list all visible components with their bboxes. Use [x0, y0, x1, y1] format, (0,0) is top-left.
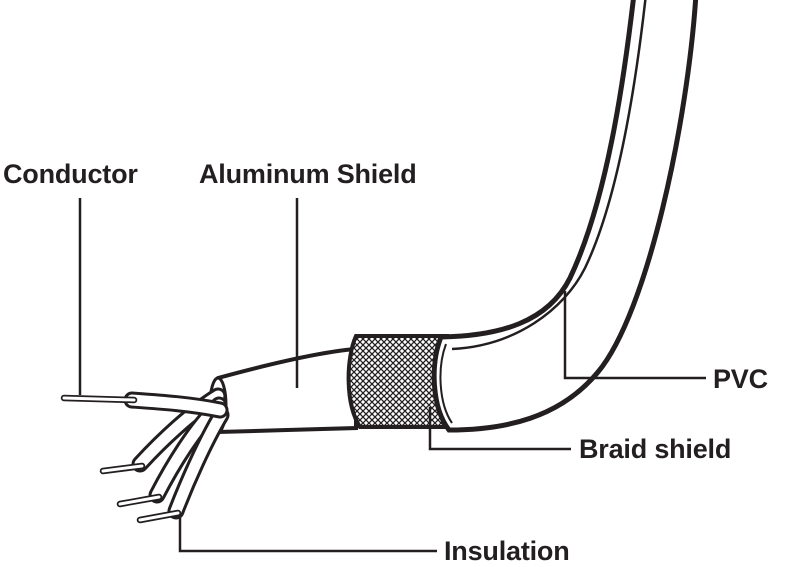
pvc-inner-wall-line [451, 0, 647, 351]
bare-conductor-core [138, 511, 180, 522]
leader-line-pvc [563, 291, 706, 380]
braid-shield-shape [346, 334, 455, 429]
wire-insulation-body [170, 409, 227, 517]
wire-insulation-body [126, 394, 226, 416]
pvc-cut-rim-line [439, 343, 453, 424]
label-conductor: Conductor [3, 159, 138, 189]
bare-conductor-core [118, 495, 161, 506]
wire-4 [136, 406, 230, 524]
label-insulation: Insulation [444, 536, 570, 566]
wire-1-conductor [60, 391, 229, 419]
leader-line-insulation [178, 490, 437, 553]
label-braid-shield: Braid shield [579, 434, 732, 464]
label-aluminum-shield: Aluminum Shield [199, 159, 417, 189]
bare-conductor-core [101, 464, 144, 473]
aluminum-shield-shape [208, 346, 358, 435]
label-pvc: PVC [713, 364, 768, 394]
leader-line-braid-shield [428, 407, 571, 451]
bare-conductor-core [62, 396, 136, 402]
